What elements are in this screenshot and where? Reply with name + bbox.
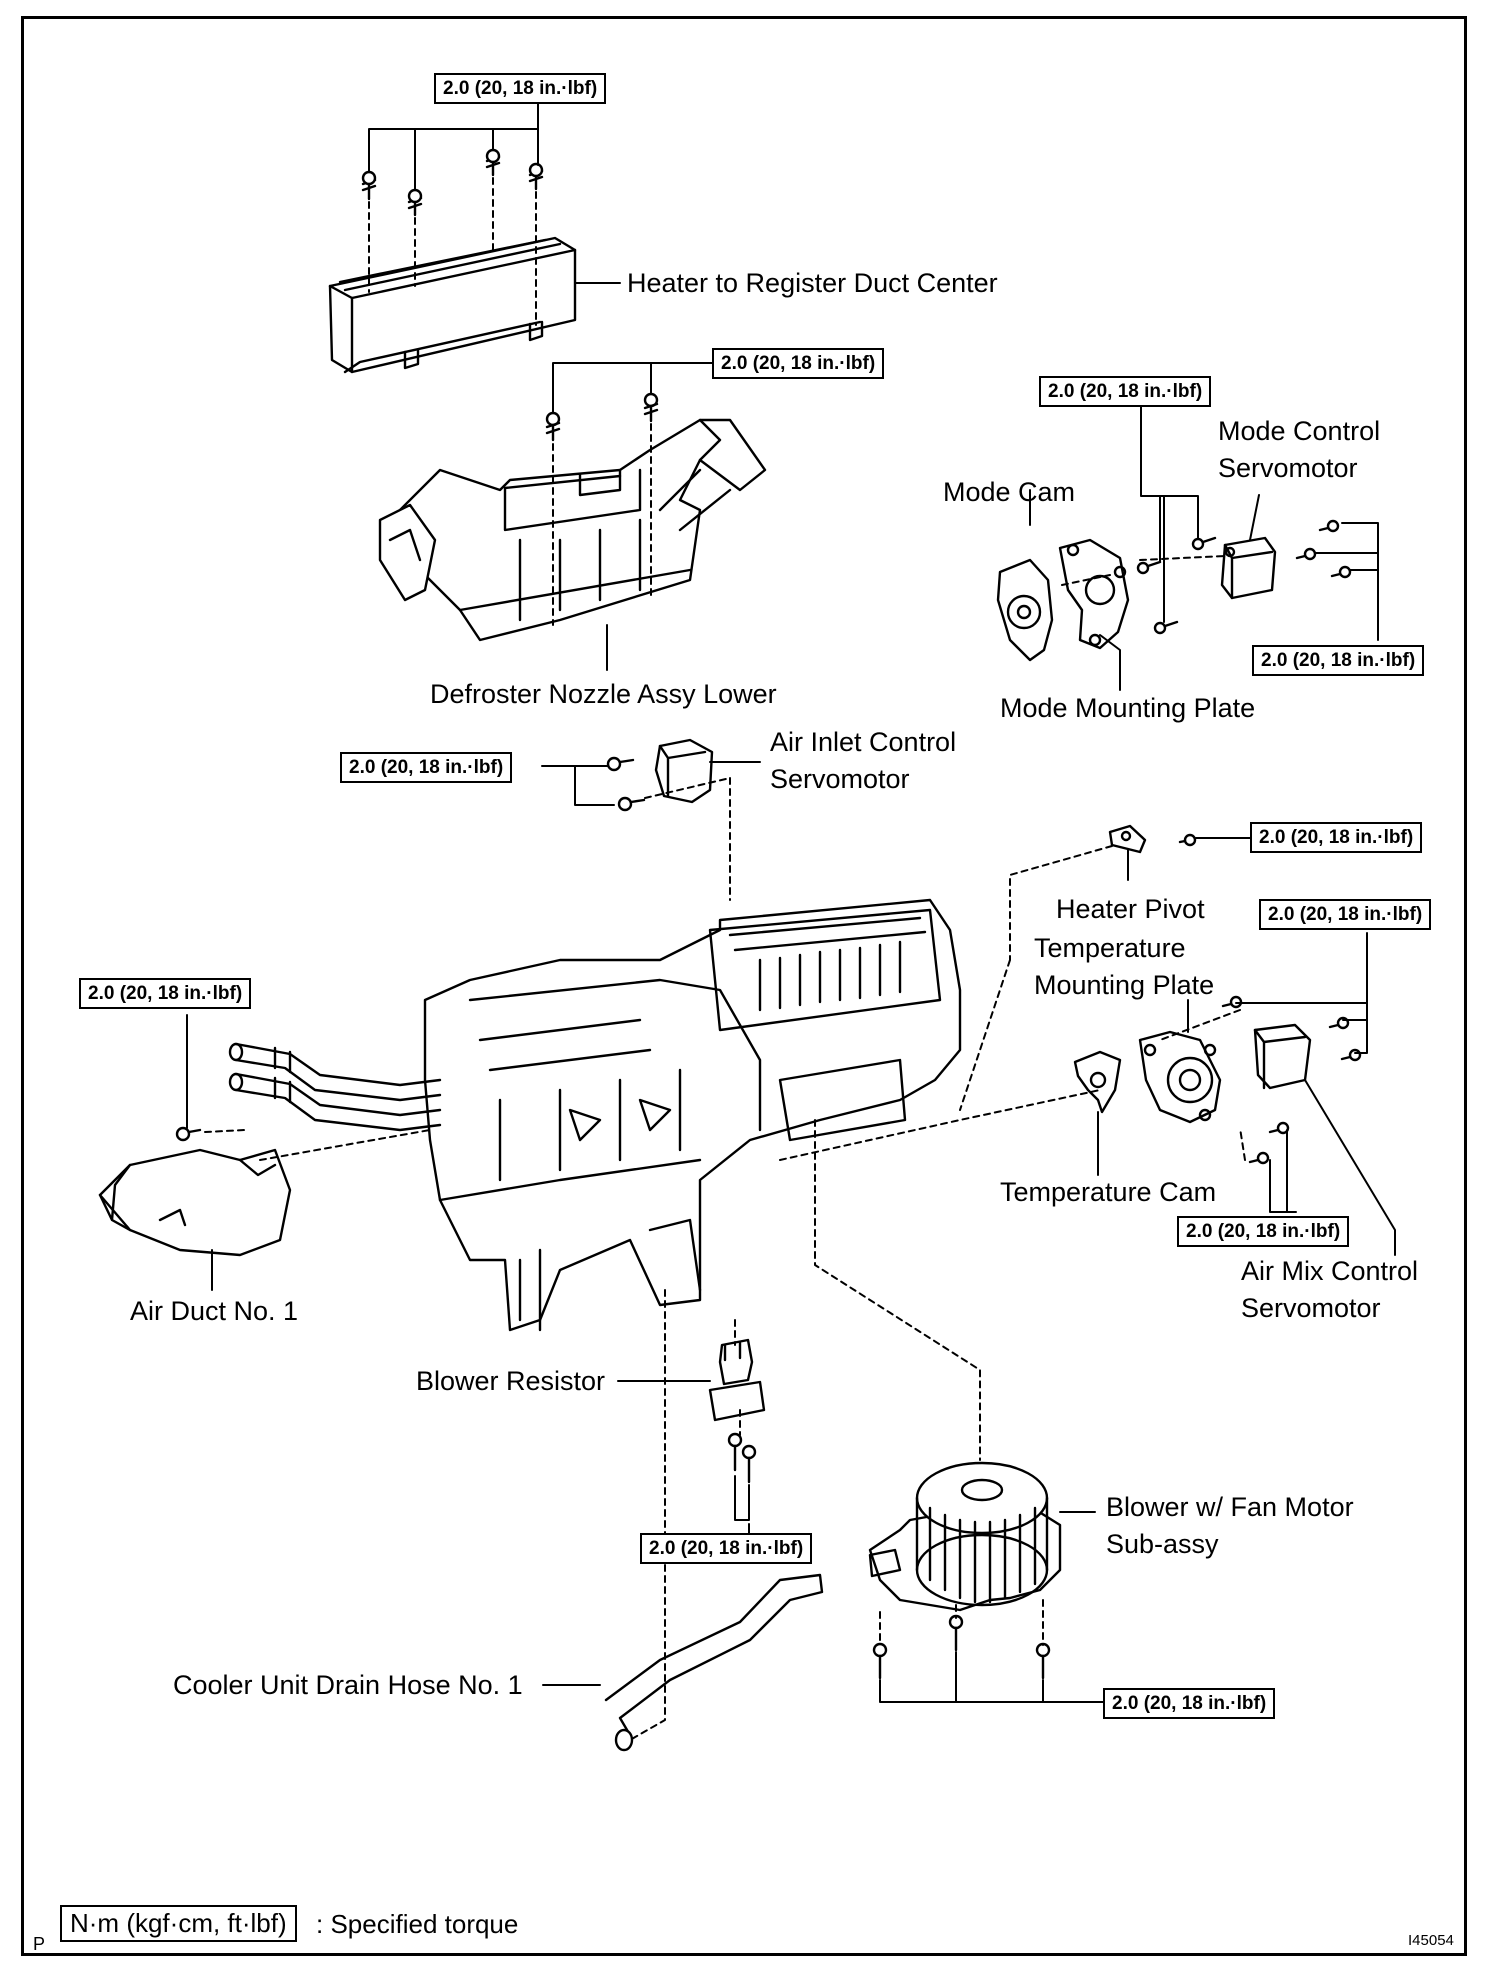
torque-box-duct-center: 2.0 (20, 18 in.·lbf) (434, 73, 607, 104)
drain-hose-leaders (542, 1289, 666, 1741)
air-duct-leaders (186, 1014, 431, 1291)
blower-fan-leaders (814, 1119, 1105, 1703)
defroster-torque-leaders (552, 362, 713, 671)
label-mode-control-servomotor-line1: Mode Control (1218, 416, 1381, 446)
air-inlet-leaders (541, 761, 761, 901)
heater-pivot-bolt (1178, 833, 1197, 847)
torque-box-blower-resistor: 2.0 (20, 18 in.·lbf) (640, 1533, 813, 1564)
heater-pivot-part (1108, 824, 1147, 854)
air-duct-bolt (175, 1126, 202, 1142)
blower-resistor-bolts (727, 1432, 757, 1484)
air-duct-no-1-part (98, 1148, 292, 1257)
mode-mounting-plate-part (1058, 538, 1130, 650)
air-mix-servomotor-part (1253, 1023, 1312, 1090)
defroster-nozzle-part (378, 418, 767, 642)
label-heater-pivot: Heater Pivot (1056, 894, 1205, 924)
label-temperature-mounting-plate-line2: Mounting Plate (1034, 970, 1215, 1000)
mode-control-servomotor-part (1220, 536, 1277, 600)
label-cooler-unit-drain-hose: Cooler Unit Drain Hose No. 1 (173, 1670, 523, 1700)
mode-bolts (1136, 519, 1352, 635)
temperature-cam-part (1073, 1050, 1122, 1114)
air-inlet-servomotor-part (654, 738, 714, 804)
label-mode-control-servomotor-line2: Servomotor (1218, 453, 1358, 483)
legend-text: : Specified torque (316, 1909, 519, 1939)
torque-box-air-duct: 2.0 (20, 18 in.·lbf) (79, 978, 252, 1009)
torque-box-blower-fan-motor: 2.0 (20, 18 in.·lbf) (1103, 1688, 1276, 1719)
blower-resistor-part (708, 1338, 766, 1422)
torque-box-mode-mounting-plate: 2.0 (20, 18 in.·lbf) (1039, 376, 1212, 407)
heater-to-register-duct-center-part (328, 236, 577, 374)
defroster-bolts (545, 392, 659, 442)
label-temperature-mounting-plate-line1: Temperature (1034, 933, 1186, 963)
mode-cam-part (996, 558, 1054, 662)
drain-hose-part (604, 1573, 824, 1752)
duct-center-torque-leaders (368, 96, 621, 326)
blower-fan-motor-part (868, 1461, 1062, 1612)
torque-box-temperature-plate: 2.0 (20, 18 in.·lbf) (1259, 899, 1432, 930)
air-inlet-bolts (606, 756, 646, 812)
torque-box-air-inlet-servomotor: 2.0 (20, 18 in.·lbf) (340, 752, 513, 783)
label-air-mix-control-servomotor-line1: Air Mix Control (1241, 1256, 1419, 1286)
label-air-mix-control-servomotor-line2: Servomotor (1241, 1293, 1381, 1323)
torque-box-heater-pivot: 2.0 (20, 18 in.·lbf) (1250, 822, 1423, 853)
torque-box-mode-servomotor: 2.0 (20, 18 in.·lbf) (1252, 645, 1425, 676)
temperature-leaders (779, 932, 1396, 1256)
legend-unit-box: N·m (kgf·cm, ft·lbf) (60, 1905, 297, 1942)
label-blower-fan-motor-line1: Blower w/ Fan Motor (1106, 1492, 1354, 1522)
figure-code: I45054 (1408, 1932, 1454, 1949)
label-air-inlet-control-servomotor-line2: Servomotor (770, 764, 910, 794)
label-temperature-cam: Temperature Cam (1000, 1177, 1217, 1207)
label-air-inlet-control-servomotor-line1: Air Inlet Control (770, 727, 957, 757)
heater-pipes (228, 1042, 442, 1132)
label-air-duct-no-1: Air Duct No. 1 (130, 1296, 299, 1326)
torque-box-defroster-nozzle: 2.0 (20, 18 in.·lbf) (712, 348, 885, 379)
heater-pivot-leaders (959, 837, 1251, 1111)
label-blower-resistor: Blower Resistor (416, 1366, 606, 1396)
label-mode-mounting-plate: Mode Mounting Plate (1000, 693, 1256, 723)
label-defroster-nozzle-assy-lower: Defroster Nozzle Assy Lower (430, 679, 777, 709)
temperature-mounting-plate-part (1138, 1030, 1222, 1124)
blower-fan-bolts (872, 1614, 1051, 1680)
duct-center-bolts (361, 148, 544, 217)
label-blower-fan-motor-line2: Sub-assy (1106, 1529, 1219, 1559)
corner-letter: P (33, 1934, 46, 1954)
heater-unit-body (423, 898, 962, 1332)
mode-torque-leaders (1029, 406, 1379, 691)
diagram-frame (21, 16, 1467, 1956)
torque-box-air-mix-servomotor: 2.0 (20, 18 in.·lbf) (1177, 1216, 1350, 1247)
label-heater-to-register-duct-center: Heater to Register Duct Center (627, 268, 998, 298)
label-mode-cam: Mode Cam (943, 477, 1076, 507)
